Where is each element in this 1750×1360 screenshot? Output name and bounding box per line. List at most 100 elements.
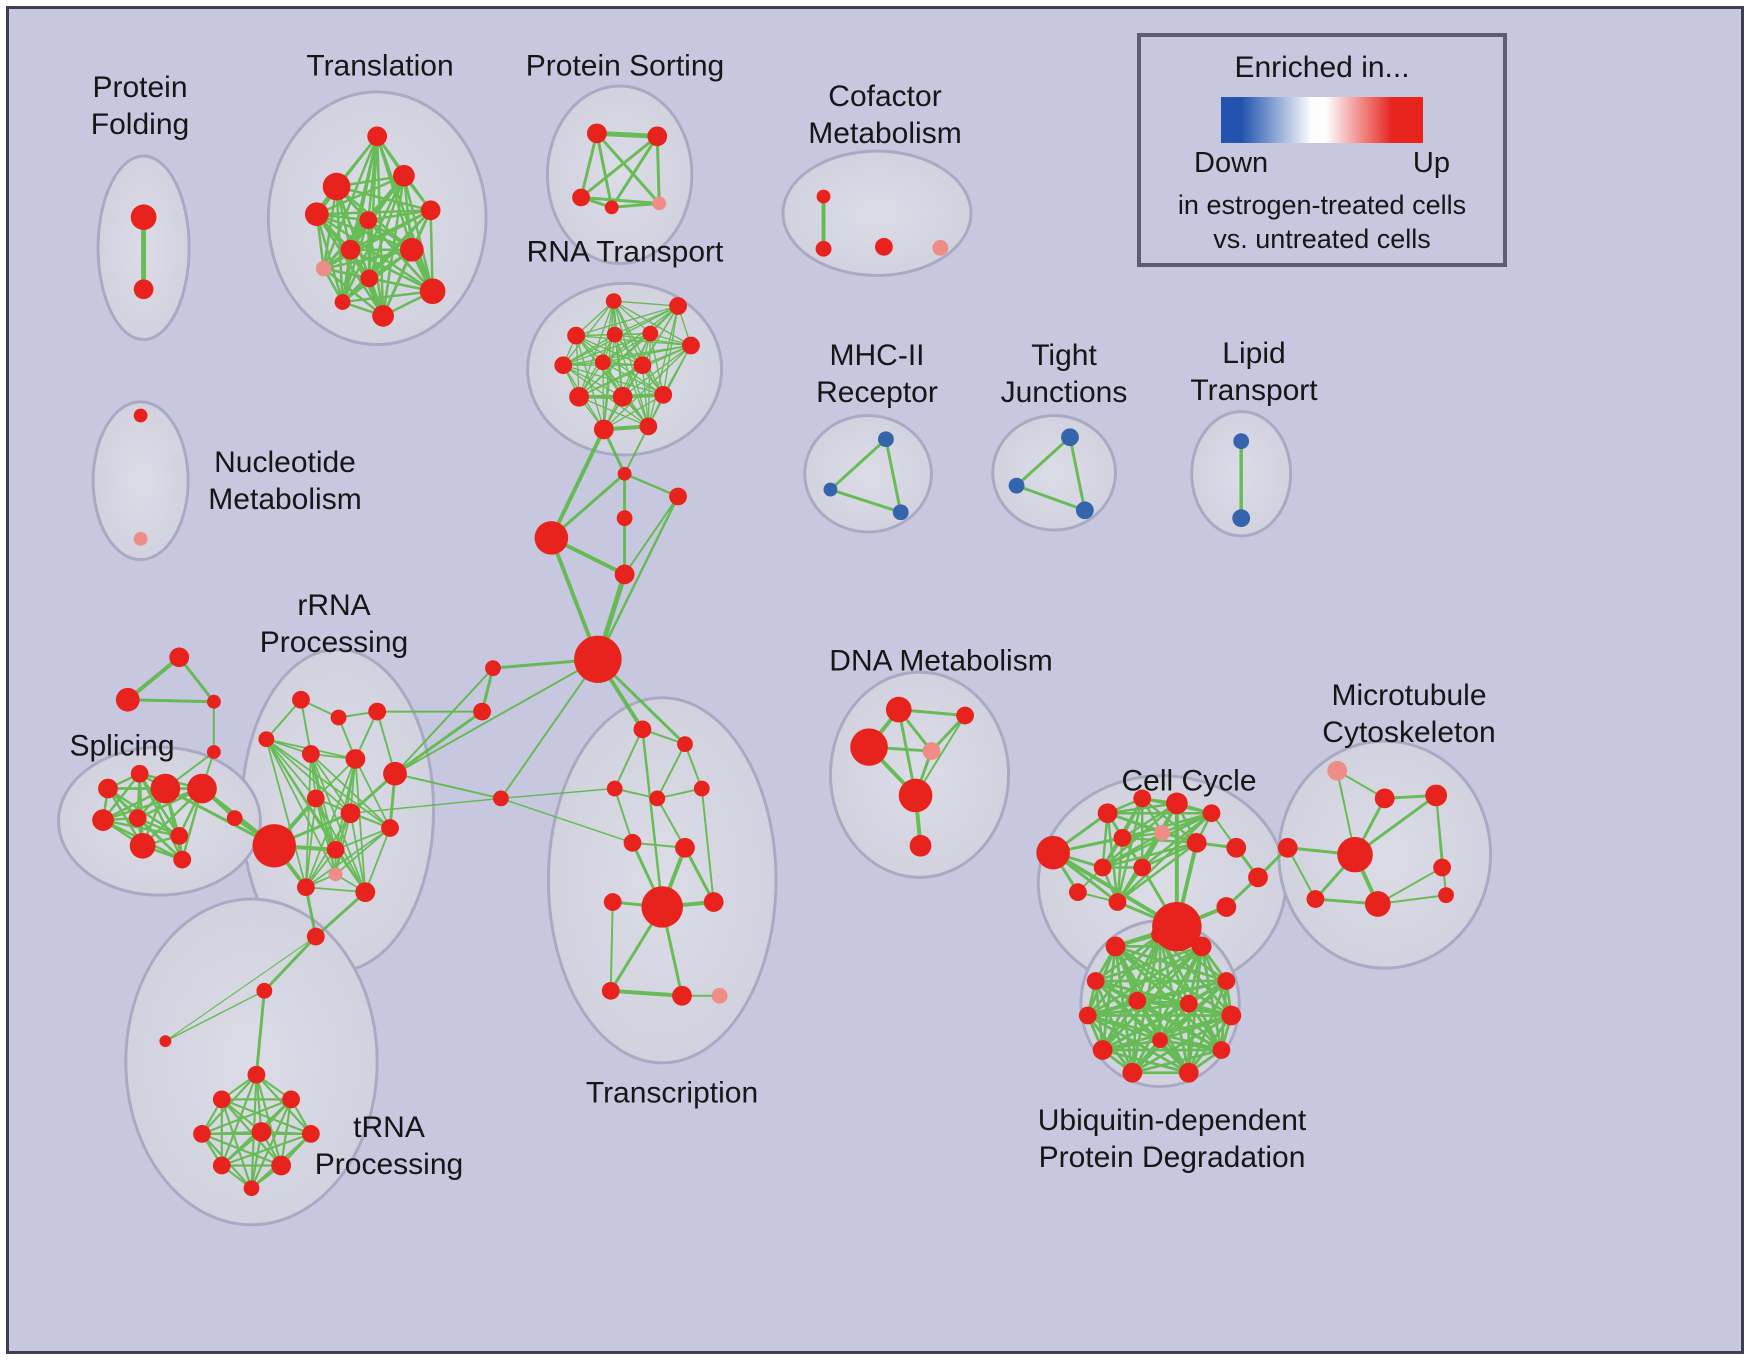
- network-edge: [609, 901, 614, 992]
- cluster-label-nucleotide-metabolism: Nucleotide Metabolism: [208, 446, 362, 516]
- network-node: [593, 419, 614, 440]
- network-edge: [613, 787, 634, 844]
- network-edge: [499, 658, 599, 800]
- network-edge: [1158, 1014, 1233, 1042]
- network-edge: [138, 772, 184, 861]
- network-edge: [579, 134, 659, 199]
- network-edge: [126, 698, 216, 704]
- network-node: [367, 126, 388, 147]
- network-node: [1179, 994, 1198, 1013]
- network-node: [173, 850, 192, 869]
- network-edge: [623, 495, 680, 576]
- network-node: [823, 482, 838, 497]
- network-node: [606, 780, 623, 797]
- network-node: [92, 809, 114, 831]
- network-edge: [683, 846, 716, 904]
- network-node: [247, 1065, 266, 1084]
- network-node: [340, 239, 361, 260]
- network-node: [1212, 1041, 1231, 1059]
- network-edge: [603, 344, 692, 431]
- network-node: [1152, 1032, 1168, 1049]
- network-node: [1248, 867, 1268, 888]
- network-edge: [500, 787, 616, 800]
- network-edge: [364, 827, 391, 894]
- network-node: [815, 240, 832, 257]
- network-node: [1374, 788, 1395, 809]
- network-edge: [1101, 841, 1198, 869]
- network-edge: [393, 658, 599, 775]
- network-node: [641, 886, 683, 928]
- network-edge: [613, 300, 652, 335]
- network-node: [115, 687, 140, 712]
- network-node: [652, 196, 667, 211]
- network-node: [1092, 1040, 1113, 1060]
- network-edge: [265, 738, 307, 889]
- network-edge: [1086, 1014, 1162, 1042]
- network-edge: [596, 495, 680, 661]
- network-edge: [136, 816, 184, 861]
- network-edge: [500, 797, 634, 844]
- network-node: [359, 211, 378, 230]
- network-edge: [602, 344, 692, 363]
- network-edge: [265, 738, 391, 829]
- network-edge: [220, 1132, 312, 1167]
- network-node: [909, 834, 932, 857]
- network-edge: [610, 201, 661, 209]
- network-edge: [255, 1073, 312, 1135]
- network-edge: [367, 218, 434, 293]
- network-edge: [305, 758, 357, 889]
- network-node: [256, 982, 273, 999]
- network-node: [226, 810, 243, 827]
- network-edge: [314, 797, 337, 851]
- cluster-label-cofactor-metabolism: Cofactor Metabolism: [808, 80, 962, 150]
- network-edge: [683, 743, 703, 790]
- network-node: [306, 927, 325, 946]
- network-node: [1277, 837, 1298, 858]
- network-node: [128, 809, 147, 828]
- network-node: [1178, 1062, 1199, 1083]
- legend-up-label: Up: [1412, 147, 1450, 179]
- network-node: [654, 385, 673, 404]
- network-node: [212, 1156, 231, 1175]
- network-node: [1233, 433, 1250, 450]
- network-node: [1306, 890, 1325, 908]
- network-node: [1364, 891, 1391, 917]
- network-edge: [621, 344, 692, 398]
- network-node: [1128, 991, 1147, 1010]
- network-node: [282, 1090, 300, 1109]
- network-node: [383, 761, 407, 786]
- network-node: [1097, 803, 1118, 824]
- network-edge: [315, 209, 432, 216]
- network-node: [212, 1090, 231, 1109]
- network-node: [340, 803, 361, 824]
- legend: Enriched in... Down Up in estrogen-treat…: [1137, 33, 1507, 267]
- network-edge: [562, 333, 616, 366]
- network-edge: [1121, 811, 1213, 840]
- network-node: [1216, 897, 1237, 917]
- network-edge: [265, 738, 337, 876]
- cluster-label-mhc-ii-receptor: MHC-II Receptor: [816, 339, 938, 409]
- network-node: [334, 294, 351, 310]
- network-edge: [603, 332, 652, 431]
- network-node: [1133, 858, 1152, 877]
- network-node: [633, 720, 652, 739]
- network-node: [372, 305, 394, 327]
- network-edge: [305, 886, 367, 894]
- network-edge: [579, 195, 661, 205]
- network-node: [306, 789, 325, 808]
- network-edge: [368, 135, 379, 280]
- network-node: [206, 745, 221, 759]
- network-edge: [1158, 1038, 1223, 1052]
- network-edge: [655, 134, 661, 205]
- network-node: [956, 706, 974, 725]
- network-node: [330, 709, 347, 726]
- network-node: [612, 386, 633, 407]
- network-node: [1433, 858, 1452, 877]
- network-node: [133, 279, 154, 300]
- network-edge: [1187, 1002, 1223, 1052]
- network-edge: [613, 300, 644, 366]
- network-edge: [649, 332, 664, 396]
- network-node: [301, 745, 320, 763]
- network-edge: [367, 209, 432, 222]
- network-node: [567, 326, 586, 345]
